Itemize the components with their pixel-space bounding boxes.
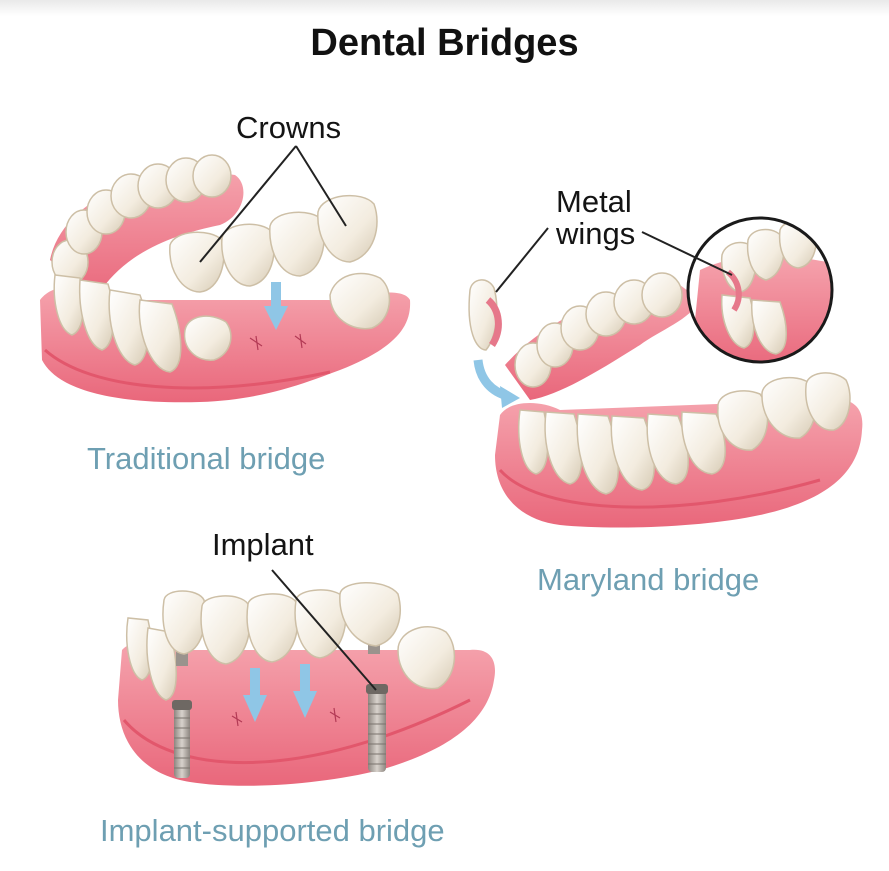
traditional-arrow: [264, 282, 288, 330]
crowns-callout: Crowns: [236, 110, 342, 145]
metal-wings-callout-line1: Metal: [556, 184, 632, 219]
implant-callout: Implant: [212, 527, 314, 562]
implant-bridge-illustration: [118, 569, 495, 786]
maryland-bridge-illustration: [468, 216, 863, 528]
implant-leader-line: [271, 569, 377, 691]
implant-posts: [172, 684, 388, 778]
magnifier-detail: [686, 216, 834, 364]
maryland-lower-teeth: [518, 372, 851, 495]
lower-teeth: [53, 272, 391, 373]
crowns-leader-lines: [199, 145, 347, 263]
traditional-bridge-illustration: [40, 145, 411, 403]
metal-wings-leader-lines: [495, 227, 733, 293]
implant-arrows: [243, 664, 317, 722]
metal-wings-callout-line2: wings: [556, 216, 636, 251]
top-bar: [0, 0, 889, 16]
upper-teeth: [51, 154, 232, 285]
maryland-arrow: [473, 359, 520, 408]
traditional-bridge-caption: Traditional bridge: [87, 441, 326, 476]
maryland-upper-teeth: [514, 272, 683, 388]
maryland-pontic: [468, 279, 502, 351]
maryland-bridge-caption: Maryland bridge: [537, 562, 760, 597]
implant-side-teeth: [126, 617, 456, 701]
page-title: Dental Bridges: [310, 22, 579, 64]
implant-supported-bridge-caption: Implant-supported bridge: [100, 813, 445, 848]
bridge-crowns: [169, 194, 378, 293]
